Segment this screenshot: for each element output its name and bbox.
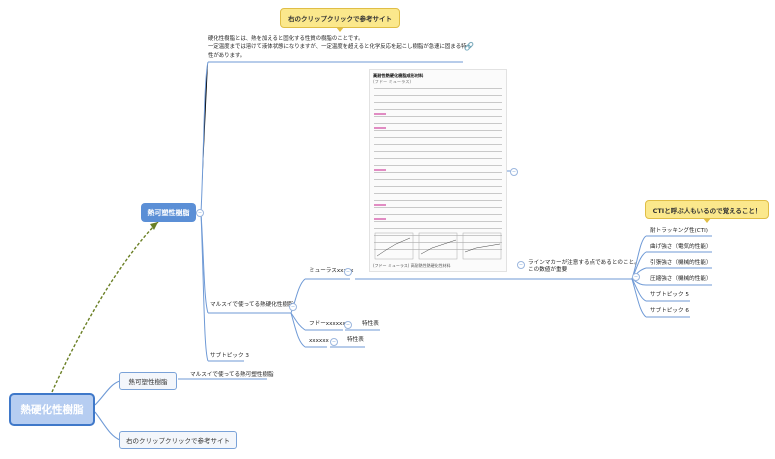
topic-thermoplastic[interactable]: 熱可塑性樹脂	[141, 203, 196, 222]
linemarker-note[interactable]: ラインマカーが注意する点であるとのこと。 この数値が重要	[528, 260, 640, 273]
reference-site-topic[interactable]: 右のクリップクリックで参考サイト	[119, 431, 237, 449]
property-item[interactable]: 圧縮強さ（機械的性能）	[650, 276, 712, 282]
collapse-toggle[interactable]: −	[344, 321, 352, 329]
material-fudo[interactable]: フドーxxxxxx	[309, 321, 346, 327]
description-text: 硬化性樹脂とは、熱を加えると固化する性質の樹脂のことです。 一定温度までは溶けて…	[208, 36, 467, 59]
collapse-toggle[interactable]: −	[344, 268, 352, 276]
collapse-toggle[interactable]: −	[517, 261, 525, 269]
property-item[interactable]: 曲げ強さ（電気的性能）	[650, 244, 712, 250]
collapse-toggle[interactable]: −	[289, 303, 297, 311]
material-myuraas[interactable]: ミューラスxxxxx	[309, 268, 354, 274]
property-item[interactable]: 引張強さ（機械的性能）	[650, 260, 712, 266]
sheet-caption: (フドー ミューラス) 高耐熱性熱硬化性材料	[373, 263, 451, 268]
property-item[interactable]: 耐トラッキング性(CTI)	[650, 228, 708, 234]
marusui-thermoplastic-label[interactable]: マルスイで使ってる熱可塑性樹脂	[190, 372, 274, 378]
topic-marusui[interactable]: マルスイで使ってる熱硬化性樹脂	[210, 302, 294, 308]
collapse-toggle[interactable]: −	[510, 168, 518, 176]
callout-cti[interactable]: CTIと呼ぶ人もいるので覚えること！	[645, 200, 769, 223]
topic-thermoplastic-outline[interactable]: 熱可塑性樹脂	[119, 372, 177, 390]
collapse-toggle[interactable]: −	[196, 209, 204, 217]
material-xxxxxx[interactable]: xxxxxx	[309, 338, 329, 344]
property-item[interactable]: サブトピック 5	[650, 292, 689, 298]
link-icon[interactable]: 🔗	[464, 42, 474, 51]
property-sheet-image[interactable]: 高耐性熱硬化樹脂成形材料 (フドー ミューラス) (フドー ミューラス) 高耐熱…	[369, 69, 507, 272]
property-item[interactable]: サブトピック 6	[650, 308, 689, 314]
collapse-toggle[interactable]: −	[330, 338, 338, 346]
central-topic[interactable]: 熱硬化性樹脂	[9, 393, 95, 426]
collapse-toggle[interactable]: −	[632, 273, 640, 281]
sheet-subtitle: (フドー ミューラス)	[373, 79, 412, 84]
sheet-title: 高耐性熱硬化樹脂成形材料	[373, 73, 424, 78]
callout-reference[interactable]: 右のクリップクリックで参考サイト	[280, 8, 400, 32]
topic-subtopic3[interactable]: サブトピック 3	[210, 353, 249, 359]
properties-label-xxxxxx[interactable]: 特性表	[347, 337, 364, 343]
properties-label-fudo[interactable]: 特性表	[362, 321, 379, 327]
